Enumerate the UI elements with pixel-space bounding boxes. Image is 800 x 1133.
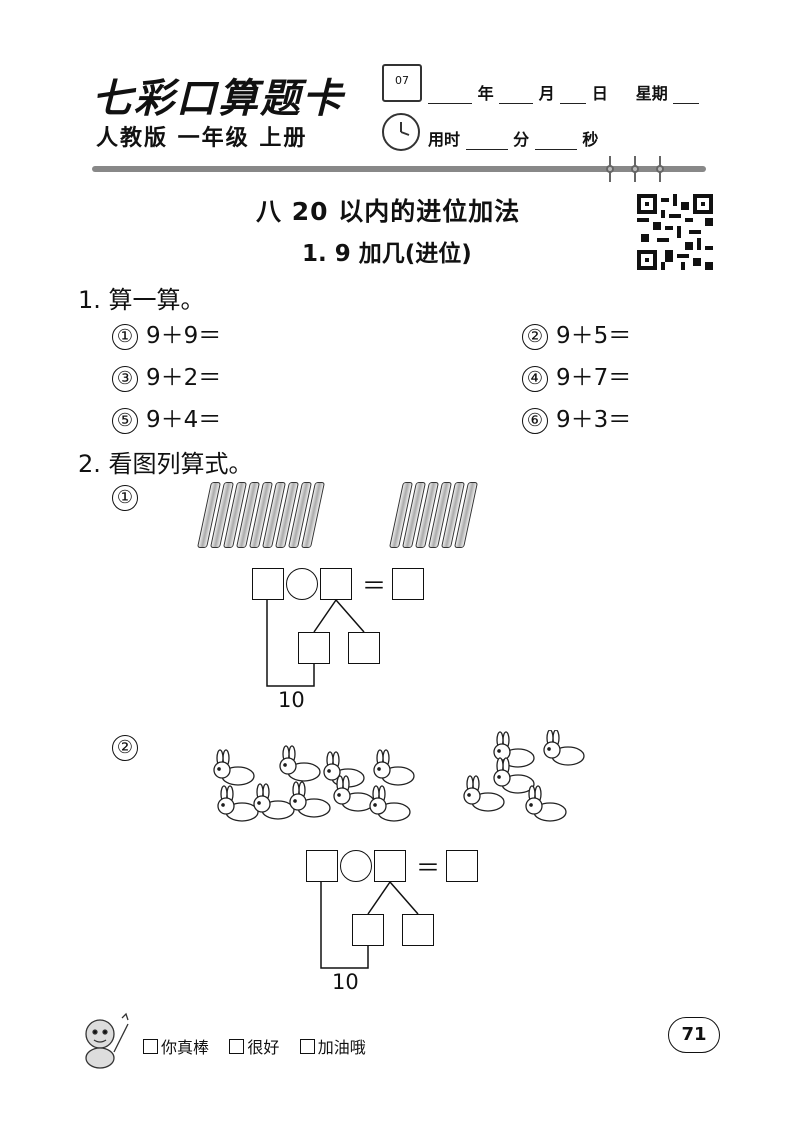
section1-heading: 1. 算一算。: [78, 286, 205, 314]
problem-number: ③: [112, 365, 138, 392]
chapter-title: 八 20 以内的进位加法: [256, 197, 521, 226]
decompose-lines: [320, 881, 419, 969]
week-blank[interactable]: [673, 87, 700, 104]
rabbit-icon: [543, 730, 585, 766]
problem-5: ⑤ 9＋4＝: [112, 400, 221, 434]
minutes-blank[interactable]: [465, 133, 508, 150]
mascot-icon: [74, 1012, 134, 1070]
sticks-group: [196, 482, 496, 552]
answer-box[interactable]: [402, 914, 434, 946]
edition-label: 人教版 一年级 上册: [96, 126, 308, 151]
section2-heading: 2. 看图列算式。: [78, 450, 253, 478]
brand-title: 七彩口算题卡: [92, 75, 344, 122]
decompose-lines: [266, 599, 365, 687]
answer-box[interactable]: [374, 850, 406, 882]
option-great: 你真棒: [161, 1038, 210, 1057]
problem-expression: 9＋4＝: [146, 407, 222, 433]
header-rule: [92, 166, 706, 172]
problem-number: ①: [112, 323, 138, 350]
ten-label: 10: [278, 688, 305, 712]
item2-number: ②: [112, 734, 146, 761]
operator-circle[interactable]: [286, 568, 318, 600]
page-number: 71: [668, 1017, 720, 1053]
answer-box[interactable]: [392, 568, 424, 600]
problem-3: ③ 9＋2＝: [112, 358, 221, 392]
problem-number: ⑤: [112, 407, 138, 434]
year-label: 年: [477, 84, 494, 103]
operator-circle[interactable]: [340, 850, 372, 882]
calendar-icon: 07: [382, 64, 422, 102]
problem-number: ②: [522, 323, 548, 350]
answer-box[interactable]: [320, 568, 352, 600]
item1-number: ①: [112, 484, 146, 511]
problem-1: ① 9＋9＝: [112, 316, 221, 350]
clock-icon: [382, 113, 420, 151]
problem-4: ④ 9＋7＝: [522, 358, 631, 392]
problem-expression: 9＋2＝: [146, 365, 222, 391]
year-blank[interactable]: [428, 87, 472, 104]
rabbit-icon: [279, 745, 321, 782]
rabbit-icon: [213, 749, 255, 786]
seconds-blank[interactable]: [534, 133, 577, 150]
problem-expression: 9＋3＝: [556, 407, 632, 433]
rabbit-icon: [289, 781, 331, 818]
answer-box[interactable]: [352, 914, 384, 946]
rabbit-icon: [333, 775, 375, 812]
problem-number: ④: [522, 365, 548, 392]
self-evaluation: 你真棒 很好 加油哦: [143, 1034, 366, 1058]
problem-expression: 9＋5＝: [556, 323, 632, 349]
chapter-subtitle: 1. 9 加几(进位): [302, 241, 472, 267]
day-label: 日: [591, 84, 608, 103]
equals-sign: ＝: [416, 854, 440, 882]
option-keep-going: 加油哦: [317, 1038, 366, 1057]
rule-rings-icon: [606, 156, 664, 182]
time-fields: 用时 分 秒: [428, 126, 598, 150]
date-fields: 年 月 日 星期: [428, 80, 700, 104]
equals-sign: ＝: [362, 572, 386, 600]
rabbit-icon: [525, 785, 567, 822]
rabbit-icon: [493, 731, 535, 768]
rabbit-icon: [217, 785, 259, 822]
problem-expression: 9＋7＝: [556, 365, 632, 391]
month-label: 月: [538, 84, 555, 103]
rabbit-icon: [463, 775, 505, 812]
rabbit-icon: [373, 749, 415, 786]
checkbox-good[interactable]: [229, 1039, 245, 1054]
item-number: ①: [112, 484, 138, 511]
equation-diagram-1: ＝ 10: [250, 566, 450, 716]
problem-6: ⑥ 9＋3＝: [522, 400, 631, 434]
month-blank[interactable]: [499, 87, 534, 104]
checkbox-great[interactable]: [143, 1039, 158, 1054]
answer-box[interactable]: [446, 850, 478, 882]
rabbits-illustration: [213, 730, 585, 822]
equation-diagram-2: ＝ 10: [304, 848, 504, 998]
day-blank[interactable]: [560, 87, 587, 104]
answer-box[interactable]: [306, 850, 338, 882]
checkbox-keep-going[interactable]: [299, 1039, 315, 1054]
problem-number: ⑥: [522, 407, 548, 434]
rabbit-icon: [493, 757, 535, 794]
minutes-label: 分: [513, 130, 530, 149]
answer-box[interactable]: [252, 568, 284, 600]
problem-2: ② 9＋5＝: [522, 316, 631, 350]
seconds-label: 秒: [582, 130, 599, 149]
ten-label: 10: [332, 970, 359, 994]
option-good: 很好: [247, 1038, 280, 1057]
week-label: 星期: [635, 84, 668, 103]
time-label: 用时: [428, 130, 461, 149]
problem-expression: 9＋9＝: [146, 323, 222, 349]
rabbit-icon: [369, 785, 411, 822]
qr-code-icon[interactable]: [637, 194, 713, 270]
answer-box[interactable]: [298, 632, 330, 664]
answer-box[interactable]: [348, 632, 380, 664]
item-number: ②: [112, 734, 138, 761]
rabbit-icon: [253, 783, 295, 820]
